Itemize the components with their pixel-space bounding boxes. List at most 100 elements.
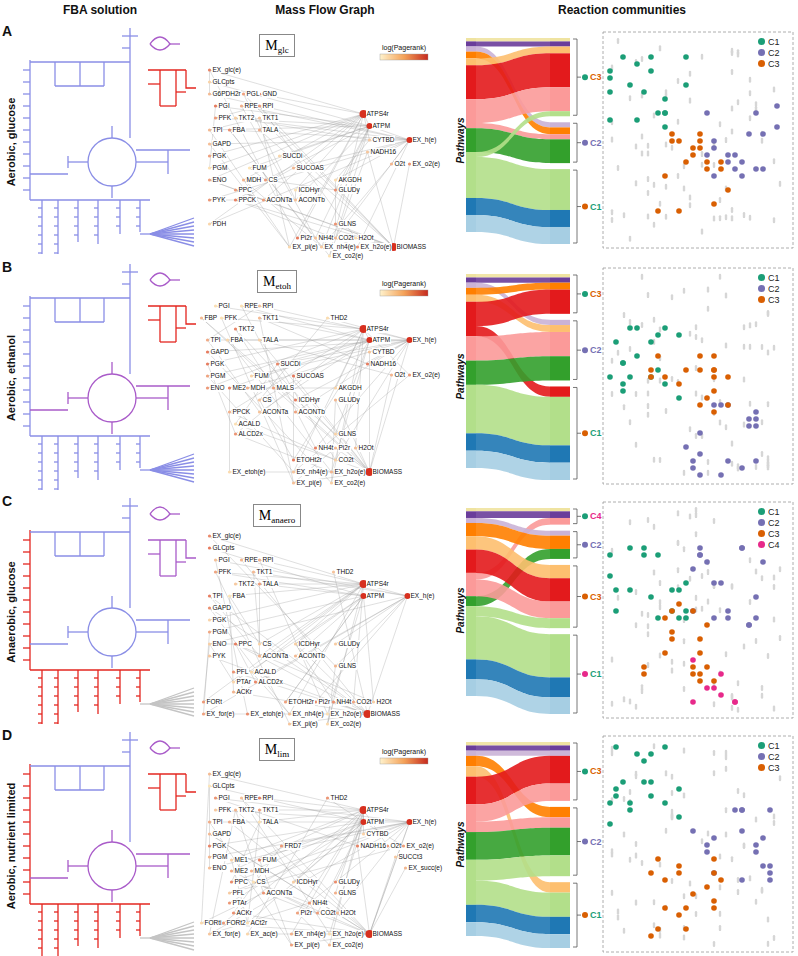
pathway-line: [94, 929, 98, 930]
reaction-mark: [719, 607, 721, 613]
reaction-dot: [711, 402, 717, 408]
graph-link: [208, 364, 236, 434]
pathway-line: [54, 920, 58, 921]
reaction-label: ICDHyr: [298, 640, 320, 648]
pathway-line: [23, 353, 30, 354]
pathway-line: [30, 903, 150, 904]
pathway-line: [160, 809, 176, 810]
pathway-line: [94, 911, 98, 912]
community-bar: [550, 828, 570, 856]
pathway-line: [30, 409, 68, 410]
graph-dot: [208, 772, 211, 775]
pathway-bar: [466, 302, 476, 337]
reaction-dot: [711, 898, 717, 904]
pathway-line: [23, 117, 30, 118]
legend-item: C2: [758, 284, 780, 294]
legend-text: C4: [768, 540, 780, 550]
reaction-label: CO2t: [356, 698, 372, 706]
pathway-line: [122, 271, 138, 272]
reaction-dot: [760, 131, 766, 137]
graph-link: [364, 329, 410, 375]
reaction-dot: [690, 608, 696, 614]
pathway-line: [54, 704, 58, 705]
reaction-dot: [676, 332, 682, 338]
community-dot: [582, 430, 588, 436]
graph-title: M: [263, 274, 275, 289]
reaction-label: RPI: [262, 556, 274, 564]
graph-dot: [328, 943, 331, 946]
community-bar: [550, 122, 570, 127]
pathway-line: [23, 893, 30, 894]
reaction-dot: [725, 458, 731, 464]
reaction-label: EX_o2(e): [406, 842, 434, 850]
reaction-mark: [695, 433, 697, 439]
graph-link: [332, 329, 364, 483]
reaction-dot: [725, 615, 731, 621]
graph-link: [210, 644, 234, 682]
reaction-dot: [655, 552, 661, 558]
community-bar: [550, 290, 570, 314]
pathway-line: [150, 218, 194, 234]
reaction-dot: [690, 145, 696, 151]
community-label: C2: [590, 837, 602, 847]
graph-dot: [294, 654, 297, 657]
pathway-line: [74, 686, 78, 687]
graph-link: [202, 774, 210, 923]
legend-item: C3: [758, 59, 780, 69]
pathway-line: [170, 279, 180, 280]
reaction-mark: [689, 576, 691, 582]
reaction-label: FBP: [204, 314, 218, 322]
reaction-mark: [725, 651, 727, 657]
pathway-line: [94, 695, 98, 696]
reaction-mark: [719, 274, 721, 280]
reaction-mark: [731, 856, 733, 862]
community-bar: [550, 227, 570, 244]
reaction-label: TALA: [262, 818, 279, 826]
reaction-mark: [701, 395, 703, 401]
community-bar: [550, 134, 570, 139]
legend-swatch: [758, 508, 765, 515]
reaction-mark: [743, 324, 745, 330]
pathway-line: [176, 91, 186, 92]
graph-dot: [290, 943, 293, 946]
reaction-mark: [725, 807, 727, 813]
reaction-dot: [641, 671, 647, 677]
reaction-dot: [704, 685, 710, 691]
graph-link: [336, 340, 410, 460]
graph-dot: [214, 304, 217, 307]
pathway-bar: [466, 756, 476, 766]
reaction-dot: [753, 594, 759, 600]
reaction-mark: [749, 77, 751, 83]
reaction-dot: [739, 828, 745, 834]
graph-link: [236, 424, 370, 472]
reaction-mark: [731, 207, 733, 213]
reaction-mark: [755, 568, 757, 574]
graph-link: [294, 375, 410, 472]
reaction-mark: [731, 584, 733, 590]
reaction-label: PTAr: [232, 899, 247, 907]
graph-dot: [208, 618, 211, 621]
reaction-mark: [659, 45, 661, 51]
reaction-label: RPI: [262, 302, 274, 310]
reaction-mark: [737, 788, 739, 794]
reaction-mark: [725, 293, 727, 299]
pathway-line: [136, 631, 168, 632]
pathway-line: [30, 435, 150, 436]
pathway-bar: [466, 596, 476, 606]
legend-swatch: [758, 530, 765, 537]
reaction-mark: [725, 766, 727, 772]
graph-link: [358, 140, 410, 247]
reaction-dot: [662, 173, 668, 179]
reaction-dot: [760, 559, 766, 565]
mass-flow-graph: [200, 772, 413, 946]
reaction-label: EX_h(e): [410, 592, 435, 600]
reaction-dot: [711, 367, 717, 373]
graph-link: [210, 596, 364, 632]
reaction-dot: [718, 877, 724, 883]
column-title: FBA solution: [63, 3, 137, 17]
graph-dot: [208, 166, 211, 169]
pathway-line: [74, 704, 78, 705]
reaction-dot: [662, 381, 668, 387]
community-bar: [550, 41, 570, 46]
